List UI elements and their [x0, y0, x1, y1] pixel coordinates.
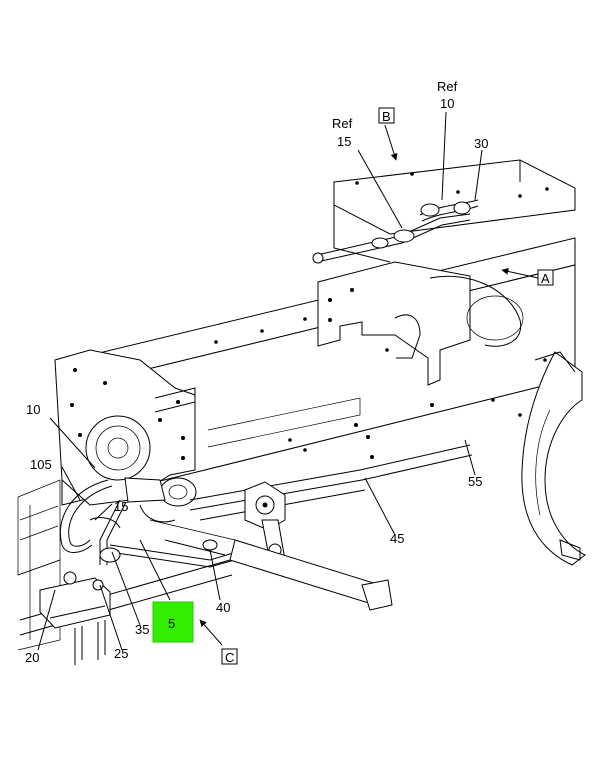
callout-40: 40 [216, 600, 230, 615]
callout-ref15-ref: Ref [332, 116, 353, 131]
frame-rail-holes [214, 317, 547, 459]
view-label-b: B [378, 107, 395, 124]
callout-45: 45 [390, 531, 404, 546]
callout-35: 35 [135, 622, 149, 637]
callout-ref10-ref: Ref [437, 79, 458, 94]
view-arrows [199, 124, 539, 646]
view-b-text: B [382, 109, 391, 124]
upper-hose-assembly [312, 199, 479, 264]
callout-30: 30 [474, 136, 488, 151]
view-label-a: A [537, 269, 554, 286]
callout-15: 15 [114, 499, 128, 514]
flywheel-housing [54, 349, 196, 506]
callout-20: 20 [25, 650, 39, 665]
callout-10: 10 [26, 402, 40, 417]
air-pump-assembly [124, 477, 197, 523]
leader-lines [37, 111, 483, 651]
view-label-c: C [221, 648, 238, 665]
lower-left-bracket [39, 571, 111, 665]
callout-25: 25 [114, 646, 128, 661]
highlighted-part-5[interactable]: 5 [152, 601, 194, 643]
callout-labels: Ref 15 Ref 10 30 10 105 15 20 25 35 40 4… [25, 79, 488, 665]
highlight-box[interactable] [152, 601, 194, 643]
callout-ref10-num: 10 [440, 96, 454, 111]
crossmember-bracket [317, 261, 524, 386]
view-c-text: C [225, 650, 234, 665]
upper-mounting-bracket [333, 159, 576, 263]
right-fender-shield [521, 351, 586, 566]
callout-105: 105 [30, 457, 52, 472]
view-a-text: A [541, 271, 550, 286]
callout-ref15-num: 15 [337, 134, 351, 149]
callout-5[interactable]: 5 [168, 616, 175, 631]
callout-55: 55 [468, 474, 482, 489]
